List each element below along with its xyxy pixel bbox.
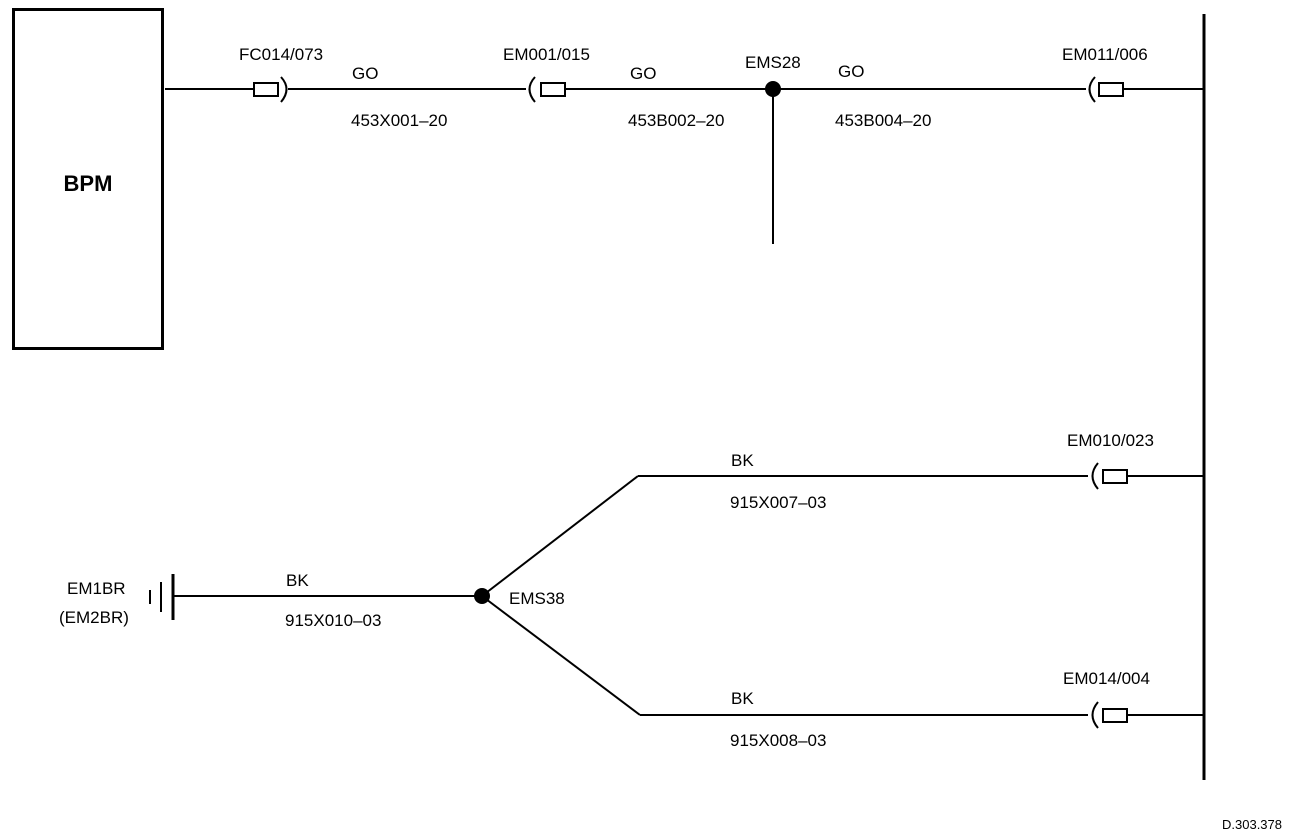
wire-915x007-diagonal	[481, 475, 639, 597]
connector-em011-pin	[1098, 82, 1124, 97]
connector-fc014-pin	[253, 82, 279, 97]
wire2-color: GO	[630, 64, 657, 83]
figure-reference: D.303.378	[1222, 817, 1282, 832]
connector-em011-bracket	[1088, 76, 1096, 103]
connector-em010-pin	[1102, 469, 1128, 484]
label-em014: EM014/004	[1063, 669, 1150, 688]
label-ground-alt: (EM2BR)	[59, 608, 129, 627]
bpm-module-box: BPM	[12, 8, 164, 350]
wire2-code: 453B002–20	[628, 111, 725, 130]
wire5-code: 915X007–03	[730, 493, 827, 512]
wire4-color: BK	[286, 571, 309, 590]
connector-em014-bracket	[1091, 701, 1099, 729]
label-em001: EM001/015	[503, 45, 590, 64]
connector-fc014-bracket	[280, 76, 288, 103]
connector-em010-bracket	[1091, 462, 1099, 490]
connector-em001-bracket	[528, 76, 536, 103]
splice-ems38-dot	[474, 588, 490, 604]
wire3-color: GO	[838, 62, 865, 81]
wire-915x008-diagonal	[481, 595, 641, 716]
wire6-code: 915X008–03	[730, 731, 827, 750]
label-ground-name: EM1BR	[67, 579, 126, 598]
connector-em001-pin	[540, 82, 566, 97]
wire4-code: 915X010–03	[285, 611, 382, 630]
label-ems38: EMS38	[509, 589, 565, 608]
label-fc014: FC014/073	[239, 45, 324, 64]
connector-em014-pin	[1102, 708, 1128, 723]
label-em010: EM010/023	[1067, 431, 1154, 450]
wire5-color: BK	[731, 451, 754, 470]
splice-ems28-dot	[765, 81, 781, 97]
wire6-color: BK	[731, 689, 754, 708]
bpm-label: BPM	[63, 171, 113, 196]
wire1-code: 453X001–20	[351, 111, 448, 130]
label-ems28: EMS28	[745, 53, 801, 72]
wire3-code: 453B004–20	[835, 111, 932, 130]
label-em011: EM011/006	[1062, 45, 1148, 64]
wire1-color: GO	[352, 64, 379, 83]
